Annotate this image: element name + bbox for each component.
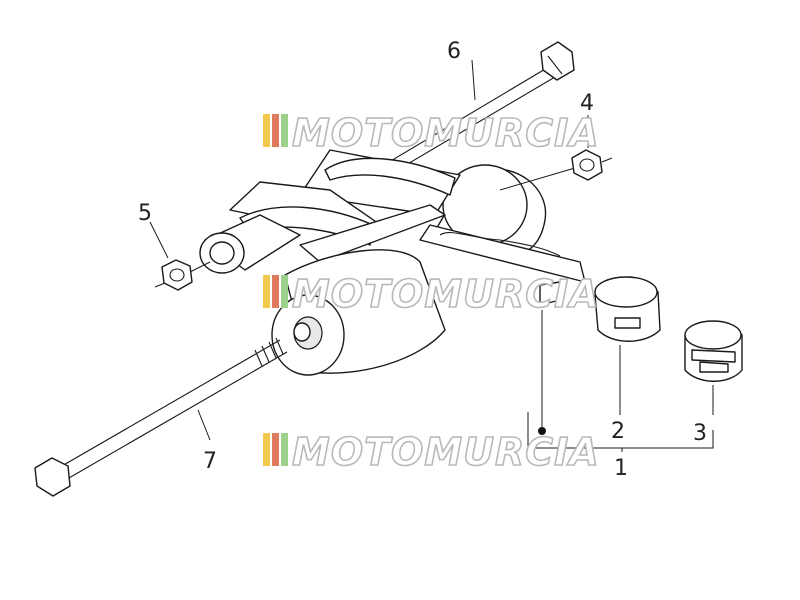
watermark-text-bottom: MOTOMURCIA — [292, 430, 600, 474]
callout-1: 1 — [614, 456, 628, 481]
callout-7: 7 — [203, 449, 217, 474]
swing-arm — [199, 149, 586, 376]
watermark-top: MOTOMURCIA — [263, 110, 600, 156]
nut-part-4 — [499, 149, 613, 191]
callout-4: 4 — [580, 91, 594, 116]
callout-2: 2 — [611, 419, 625, 444]
nut-part-5 — [154, 259, 211, 291]
clip-part-3 — [684, 320, 743, 382]
watermark-text-middle: MOTOMURCIA — [292, 272, 600, 316]
callout-3: 3 — [693, 421, 707, 446]
clip-part-2 — [594, 276, 661, 342]
long-bolt-part-7 — [34, 337, 288, 497]
rivet-marker — [538, 427, 546, 435]
watermark-middle: MOTOMURCIA — [263, 271, 600, 317]
callout-5: 5 — [138, 201, 152, 226]
callout-6: 6 — [447, 39, 461, 64]
watermark-text-top: MOTOMURCIA — [292, 111, 600, 155]
watermark-bottom: MOTOMURCIA — [263, 429, 600, 475]
leader-lines — [149, 59, 714, 452]
